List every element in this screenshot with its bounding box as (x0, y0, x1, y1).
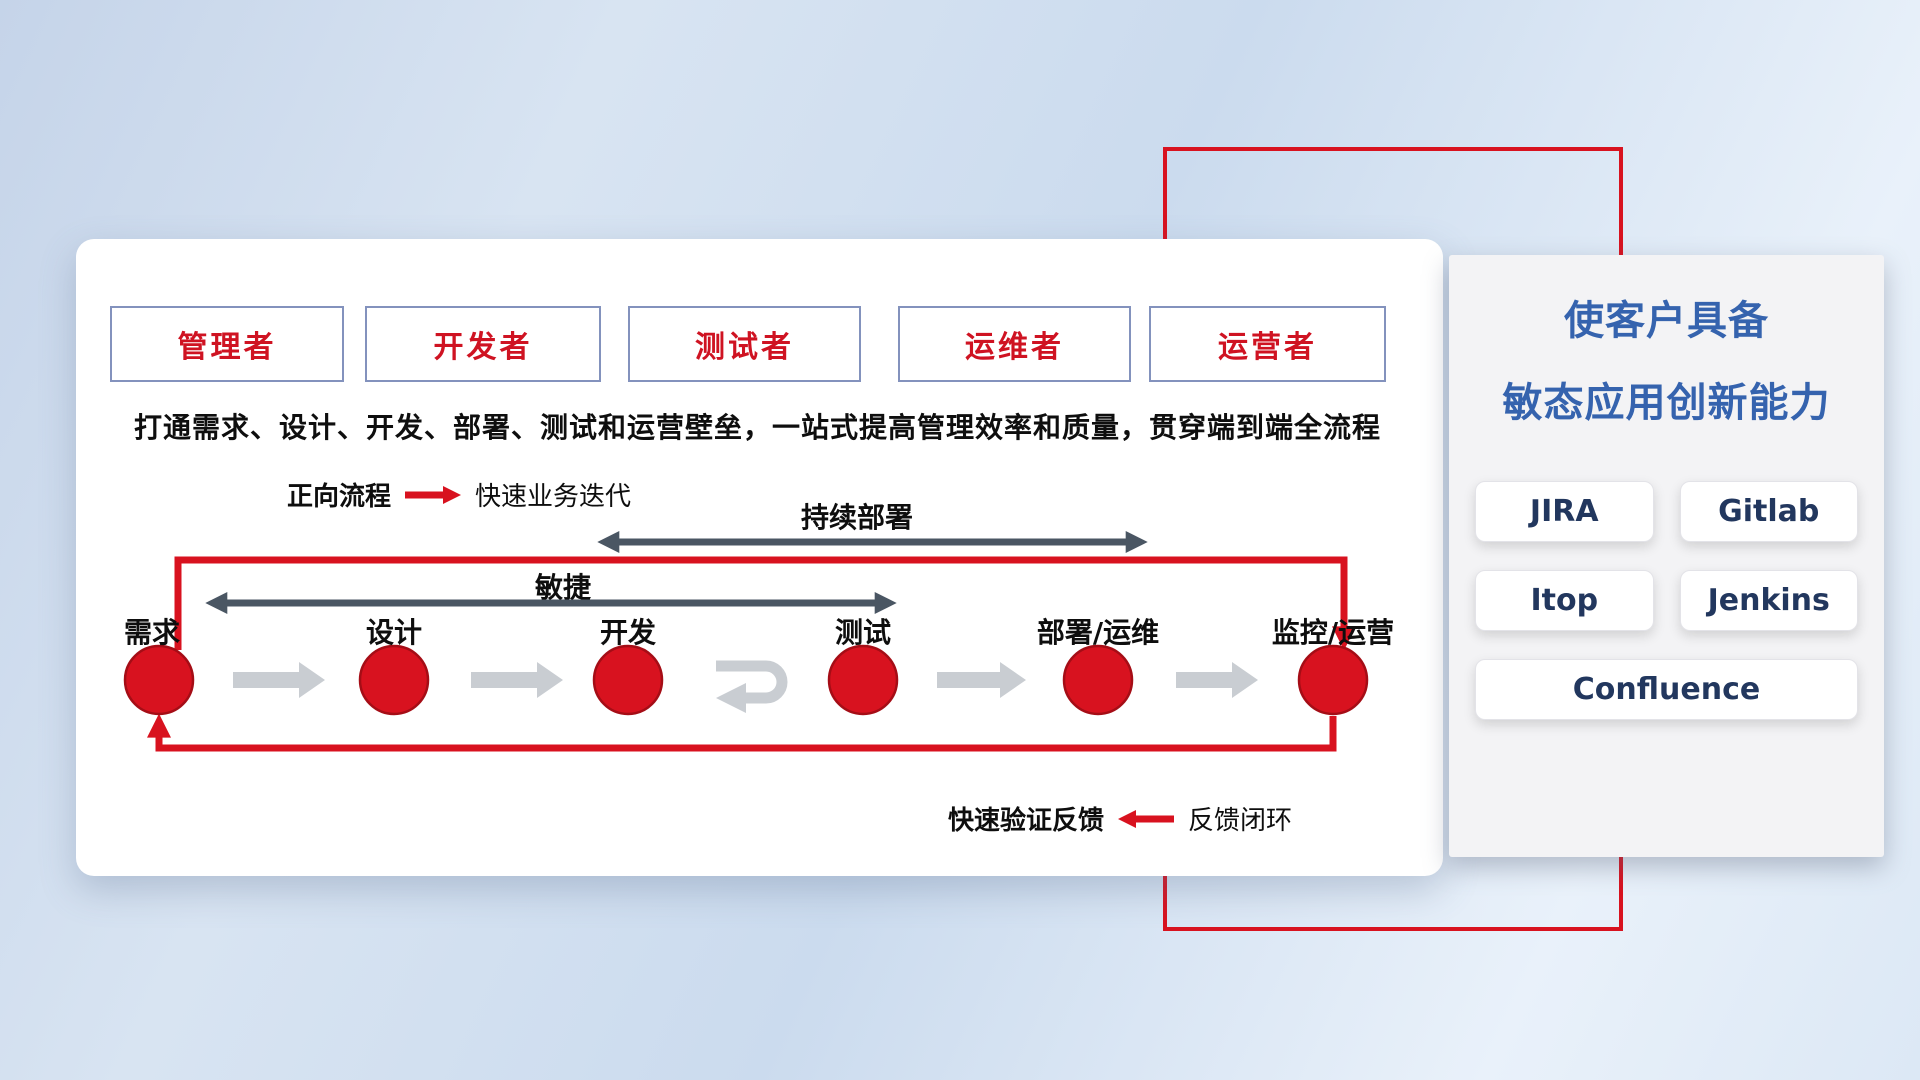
role-box-tester: 测试者 (628, 306, 861, 382)
legend-feedback-label: 快速验证反馈 (948, 806, 1105, 836)
legend-forward: 正向流程 快速业务迭代 (287, 476, 631, 513)
capability-panel: 使客户具备 敏态应用创新能力 JIRA Gitlab Itop Jenkins … (1449, 255, 1884, 857)
feedback-arrow-icon (1118, 809, 1175, 828)
tool-chip-confluence: Confluence (1475, 659, 1858, 720)
tool-chip-jira: JIRA (1475, 481, 1654, 542)
tool-grid: JIRA Gitlab Itop Jenkins Confluence (1449, 481, 1884, 720)
role-box-ops: 运维者 (898, 306, 1131, 382)
node-label-deploy-ops: 部署/运维 (1036, 616, 1160, 649)
card-subtitle: 打通需求、设计、开发、部署、测试和运营壁垒，一站式提高管理效率和质量，贯穿端到端… (134, 411, 1382, 444)
capability-title: 使客户具备 敏态应用创新能力 (1449, 301, 1884, 423)
role-label: 运维者 (965, 330, 1064, 365)
node-label-develop: 开发 (599, 616, 657, 649)
agile-label: 敏捷 (534, 571, 592, 604)
legend-feedback: 快速验证反馈 反馈闭环 (948, 800, 1292, 837)
continuous-deployment-label: 持续部署 (800, 501, 914, 534)
tool-chip-jenkins: Jenkins (1679, 570, 1858, 631)
node-label-requirement: 需求 (123, 616, 181, 649)
role-label: 运营者 (1218, 330, 1317, 365)
capability-title-line1: 使客户具备 (1564, 298, 1769, 344)
legend-forward-desc: 快速业务迭代 (475, 482, 632, 512)
tool-chip-gitlab: Gitlab (1679, 481, 1858, 542)
legend-feedback-desc: 反馈闭环 (1188, 806, 1293, 836)
role-label: 开发者 (433, 330, 533, 365)
tool-chip-itop: Itop (1475, 570, 1654, 631)
node-label-test: 测试 (834, 616, 892, 649)
role-box-manager: 管理者 (110, 306, 344, 382)
forward-arrow-icon (405, 485, 462, 504)
legend-forward-label: 正向流程 (287, 482, 392, 512)
capability-title-line2: 敏态应用创新能力 (1502, 380, 1831, 426)
node-label-monitor-operate: 监控/运营 (1271, 616, 1395, 649)
node-label-design: 设计 (365, 616, 423, 649)
role-label: 管理者 (177, 330, 277, 365)
role-box-operator: 运营者 (1149, 306, 1386, 382)
role-label: 测试者 (695, 330, 794, 365)
role-box-developer: 开发者 (365, 306, 601, 382)
